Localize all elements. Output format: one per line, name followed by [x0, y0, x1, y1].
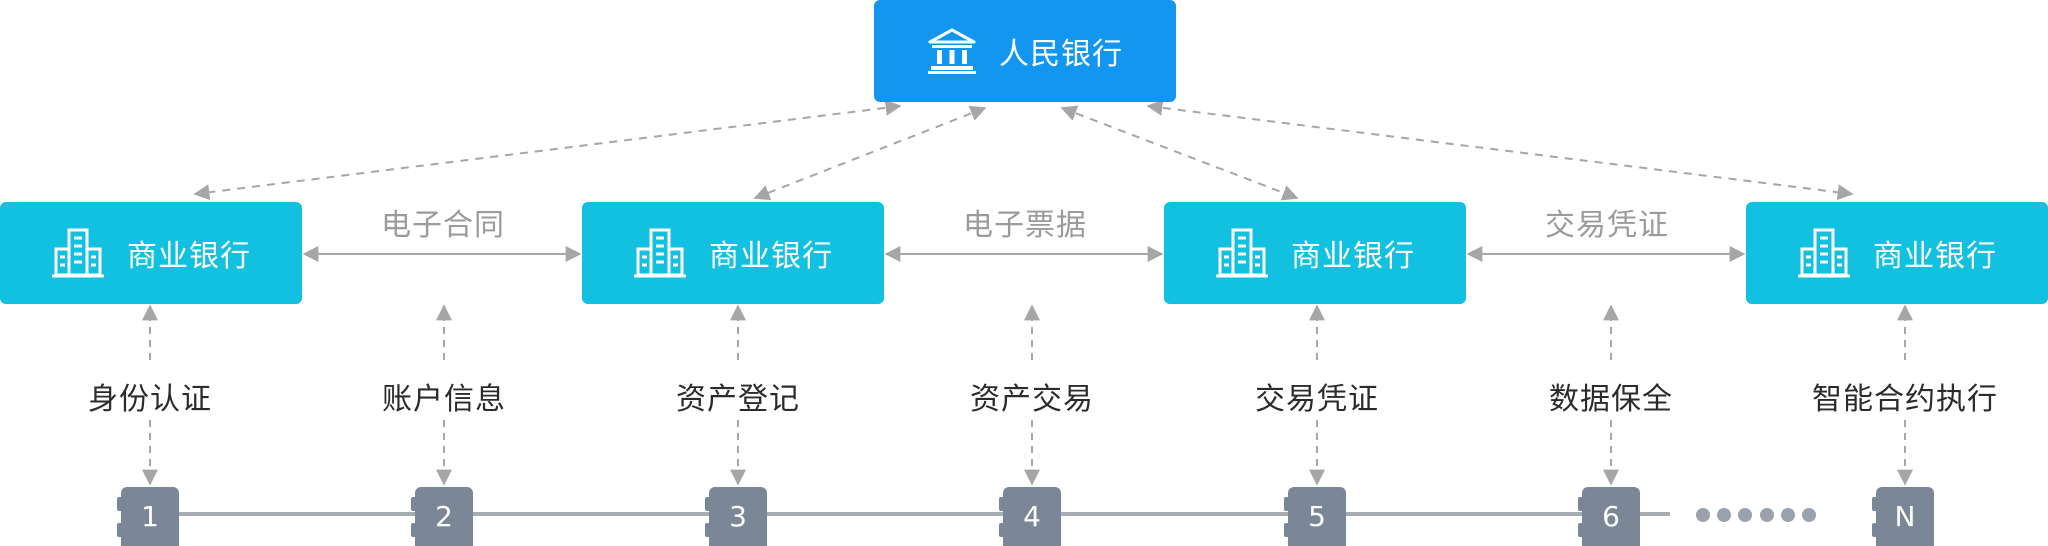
chain-block: 3	[705, 487, 767, 546]
bank-building-icon	[927, 28, 977, 74]
ellipsis-dot	[1717, 508, 1732, 522]
office-building-icon	[1215, 227, 1269, 279]
commercial-bank-label: 商业银行	[709, 239, 833, 274]
commercial-bank-node: 商业银行	[582, 202, 884, 304]
service-label: 交易凭证	[1255, 382, 1379, 417]
ellipsis-dot	[1738, 508, 1753, 522]
bank-link-label: 电子票据	[963, 208, 1087, 243]
office-building-icon	[51, 227, 105, 279]
commercial-bank-node: 商业银行	[0, 202, 302, 304]
service-label: 数据保全	[1549, 382, 1673, 417]
chain-block: 4	[999, 487, 1061, 546]
central-bank-label: 人民银行	[999, 37, 1123, 72]
central-link-3	[1146, 99, 1854, 201]
service-label: 身份认证	[88, 382, 212, 417]
ellipsis-dot	[1780, 508, 1795, 522]
chain-block: 5	[1284, 487, 1346, 546]
commercial-bank-label: 商业银行	[127, 239, 251, 274]
central-link-0	[193, 99, 902, 201]
ellipsis-dot	[1696, 508, 1710, 522]
commercial-bank-label: 商业银行	[1291, 239, 1415, 274]
chain-block: N	[1872, 487, 1934, 546]
central-link-1	[753, 105, 987, 201]
service-label: 账户信息	[382, 382, 506, 417]
central-link-2	[1060, 105, 1299, 201]
chain-block: 1	[117, 487, 179, 546]
commercial-bank-node: 商业银行	[1746, 202, 2048, 304]
central-bank-node: 人民银行	[874, 0, 1176, 102]
bank-link-label: 交易凭证	[1545, 208, 1669, 243]
vertical-connectors	[142, 304, 1913, 486]
office-building-icon	[1797, 227, 1851, 279]
commercial-bank-label: 商业银行	[1873, 239, 1997, 274]
bank-link-label: 电子合同	[381, 208, 505, 243]
ellipsis-dot	[1801, 508, 1816, 522]
commercial-bank-node: 商业银行	[1164, 202, 1466, 304]
service-label: 资产登记	[676, 382, 800, 417]
chain-block: 6	[1578, 487, 1640, 546]
service-label: 资产交易	[970, 382, 1094, 417]
ellipsis-dot	[1759, 508, 1774, 522]
service-label: 智能合约执行	[1812, 382, 1998, 417]
chain-ellipsis	[1696, 504, 1816, 526]
office-building-icon	[633, 227, 687, 279]
chain-block: 2	[411, 487, 473, 546]
